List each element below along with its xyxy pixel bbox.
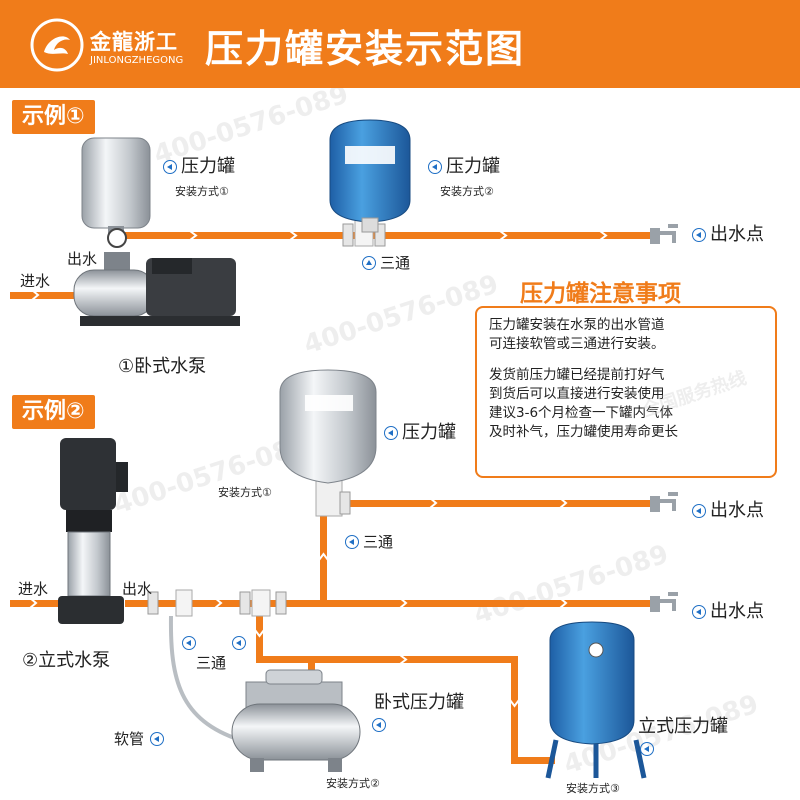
arrow-left-icon [692, 228, 706, 242]
arrow-up-icon [362, 256, 376, 270]
tee-icons [182, 636, 200, 650]
outlet-label: 出水 [67, 250, 98, 268]
arrow-left-icon [372, 718, 386, 732]
vertical-tank-install-mode: 安装方式③ [566, 782, 620, 795]
tank1-steel [81, 137, 151, 236]
example1-pipes [10, 232, 650, 299]
vertical-tank-arrow [640, 742, 658, 756]
outlet-label: 出水 [122, 580, 153, 598]
pump1-label: ①卧式水泵 [118, 356, 207, 377]
notes-line: 到货后可以直接进行安装使用 [489, 386, 665, 402]
arrow-left-icon [692, 504, 706, 518]
arrow-left-icon [692, 605, 706, 619]
horizontal-tank-install-mode: 安装方式② [326, 777, 380, 790]
page-title: 压力罐安装示范图 [205, 27, 526, 71]
tee-fitting [342, 223, 354, 247]
faucet-icon [650, 492, 678, 512]
outlet-point-label: 出水点 [692, 502, 764, 520]
faucet-icon [650, 592, 678, 612]
inlet-label: 进水 [20, 272, 51, 290]
example2-flow-arrows [29, 497, 568, 708]
notes-box: 压力罐安装在水泵的出水管道 可连接软管或三通进行安装。 发货前压力罐已经提前打好… [475, 306, 777, 478]
notes-line: 建议3-6个月检查一下罐内气体 [489, 405, 674, 421]
tee-fitting [374, 223, 386, 247]
horizontal-tank-arrow [372, 718, 390, 732]
arrow-left-icon [182, 636, 196, 650]
brand-name: 金龍浙工 [90, 30, 178, 54]
outlet-point-label: 出水点 [692, 226, 764, 244]
horizontal-pump [73, 228, 240, 326]
notes-line: 及时补气，压力罐使用寿命更长 [489, 424, 678, 440]
notes-title: 压力罐注意事项 [520, 281, 681, 307]
hose-label: 软管 [114, 730, 168, 748]
example1-badge: 示例① [12, 100, 95, 134]
horizontal-tank-label: 卧式压力罐 [374, 692, 464, 713]
arrow-left-icon [150, 732, 165, 746]
pump2-label: ②立式水泵 [22, 650, 111, 671]
brand-logo-icon [30, 18, 84, 72]
arrow-left-icon [345, 535, 359, 549]
vertical-pump [58, 438, 128, 624]
example1-flow-arrows [31, 230, 608, 301]
arrow-left-icon [384, 426, 398, 440]
header-bar: 金龍浙工 JINLONGZHEGONG 压力罐安装示范图 [0, 0, 800, 88]
tank3-install-mode: 安装方式① [218, 486, 272, 499]
vertical-tank-blue [545, 621, 647, 779]
notes-line: 发货前压力罐已经提前打好气 [489, 367, 665, 383]
faucet-icon [650, 224, 678, 244]
hose [168, 615, 241, 742]
arrow-left-icon [640, 742, 654, 756]
tee-icons [232, 636, 250, 650]
tee-label-upper: 三通 [345, 533, 393, 551]
tank1-install-mode: 安装方式① [175, 185, 229, 198]
tank2-blue [329, 119, 411, 233]
inlet-label: 进水 [18, 580, 49, 598]
tank3-steel [279, 369, 377, 484]
horizontal-tank-steel [231, 669, 361, 772]
arrow-left-icon [163, 160, 177, 174]
arrow-left-icon [428, 160, 442, 174]
outlet-point-label: 出水点 [692, 603, 764, 621]
tank1-label: 压力罐 [163, 158, 235, 176]
vertical-tank-label: 立式压力罐 [638, 716, 728, 737]
example2-badge: 示例② [12, 395, 95, 429]
notes-line: 可连接软管或三通进行安装。 [489, 336, 665, 352]
arrow-left-icon [232, 636, 246, 650]
brand-name-en: JINLONGZHEGONG [90, 55, 184, 66]
notes-line: 压力罐安装在水泵的出水管道 [489, 317, 665, 333]
tank2-install-mode: 安装方式② [440, 185, 494, 198]
tank2-label: 压力罐 [428, 158, 500, 176]
tank3-label: 压力罐 [384, 424, 456, 442]
tee-label: 三通 [362, 254, 410, 272]
tee-label-lower: 三通 [196, 654, 227, 672]
